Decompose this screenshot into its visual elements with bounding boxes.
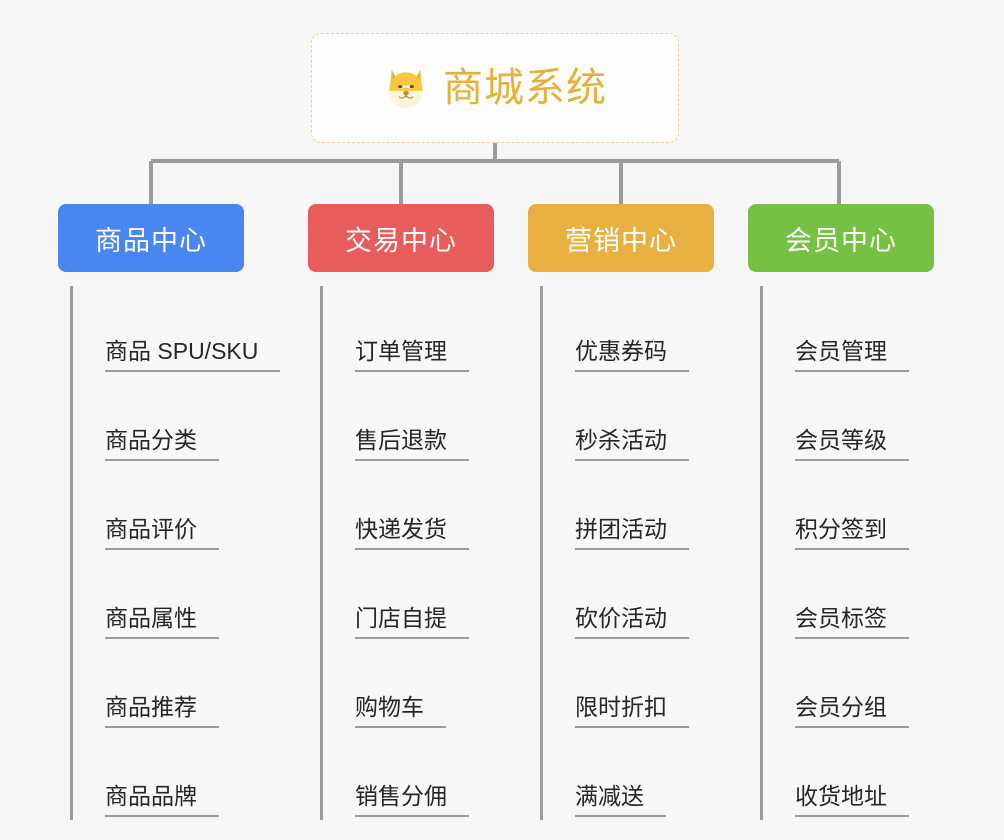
leaf-label: 会员等级 [795,427,909,461]
leaf-label: 限时折扣 [575,694,689,728]
category-header-2[interactable]: 营销中心 [528,204,714,272]
leaf-label: 满减送 [575,783,666,817]
category-column-1: 交易中心 订单管理 售后退款 快递发货 门店自提 购物车 销售分佣 [308,204,536,820]
leaf-label: 积分签到 [795,516,909,550]
leaf-item[interactable]: 优惠券码 [543,286,756,375]
leaf-item[interactable]: 积分签到 [763,464,976,553]
leaf-label: 商品推荐 [105,694,219,728]
leaf-label: 销售分佣 [355,783,469,817]
leaf-item[interactable]: 限时折扣 [543,642,756,731]
category-header-0[interactable]: 商品中心 [58,204,244,272]
category-label-1: 交易中心 [345,225,457,256]
leaf-item[interactable]: 拼团活动 [543,464,756,553]
leaf-item[interactable]: 商品属性 [73,553,286,642]
category-label-3: 会员中心 [785,225,897,256]
category-header-1[interactable]: 交易中心 [308,204,494,272]
root-title: 商城系统 [443,66,607,110]
leaf-label: 拼团活动 [575,516,689,550]
leaf-item[interactable]: 商品分类 [73,375,286,464]
leaf-label: 秒杀活动 [575,427,689,461]
leaf-label: 订单管理 [355,338,469,372]
leaf-item[interactable]: 会员管理 [763,286,976,375]
leaf-item[interactable]: 会员分组 [763,642,976,731]
leaf-label: 购物车 [355,694,446,728]
root-node[interactable]: 商城系统 [311,33,679,143]
leaf-label: 快递发货 [355,516,469,550]
leaf-item[interactable]: 砍价活动 [543,553,756,642]
leaf-item[interactable]: 会员等级 [763,375,976,464]
leaf-label: 收货地址 [795,783,909,817]
leaf-item[interactable]: 售后退款 [323,375,536,464]
leaf-item[interactable]: 商品推荐 [73,642,286,731]
leaf-label: 会员标签 [795,605,909,639]
leaf-label: 商品 SPU/SKU [105,338,281,372]
leaf-label: 售后退款 [355,427,469,461]
leaf-item[interactable]: 满减送 [543,731,756,820]
category-column-3: 会员中心 会员管理 会员等级 积分签到 会员标签 会员分组 收货地址 [748,204,976,820]
leaf-label: 商品分类 [105,427,219,461]
leaf-item[interactable]: 商品评价 [73,464,286,553]
leaf-item[interactable]: 收货地址 [763,731,976,820]
leaf-label: 会员分组 [795,694,909,728]
category-label-2: 营销中心 [565,225,677,256]
leaf-item[interactable]: 快递发货 [323,464,536,553]
leaf-item[interactable]: 购物车 [323,642,536,731]
leaf-item[interactable]: 商品 SPU/SKU [73,286,286,375]
leaf-label: 商品属性 [105,605,219,639]
leaf-item[interactable]: 商品品牌 [73,731,286,820]
leaf-item[interactable]: 订单管理 [323,286,536,375]
leaf-label: 优惠券码 [575,338,689,372]
leaf-label: 商品品牌 [105,783,219,817]
leaf-list-3: 会员管理 会员等级 积分签到 会员标签 会员分组 收货地址 [760,286,976,820]
leaf-item[interactable]: 门店自提 [323,553,536,642]
leaf-list-2: 优惠券码 秒杀活动 拼团活动 砍价活动 限时折扣 满减送 [540,286,756,820]
leaf-label: 砍价活动 [575,605,689,639]
leaf-label: 商品评价 [105,516,219,550]
leaf-list-0: 商品 SPU/SKU 商品分类 商品评价 商品属性 商品推荐 商品品牌 [70,286,286,820]
leaf-item[interactable]: 销售分佣 [323,731,536,820]
category-label-0: 商品中心 [95,225,207,256]
category-column-2: 营销中心 优惠券码 秒杀活动 拼团活动 砍价活动 限时折扣 满减送 [528,204,756,820]
shiba-dog-icon [389,69,423,109]
leaf-label: 会员管理 [795,338,909,372]
category-header-3[interactable]: 会员中心 [748,204,934,272]
leaf-item[interactable]: 会员标签 [763,553,976,642]
leaf-label: 门店自提 [355,605,469,639]
leaf-list-1: 订单管理 售后退款 快递发货 门店自提 购物车 销售分佣 [320,286,536,820]
category-column-0: 商品中心 商品 SPU/SKU 商品分类 商品评价 商品属性 商品推荐 商品品牌 [58,204,286,820]
leaf-item[interactable]: 秒杀活动 [543,375,756,464]
